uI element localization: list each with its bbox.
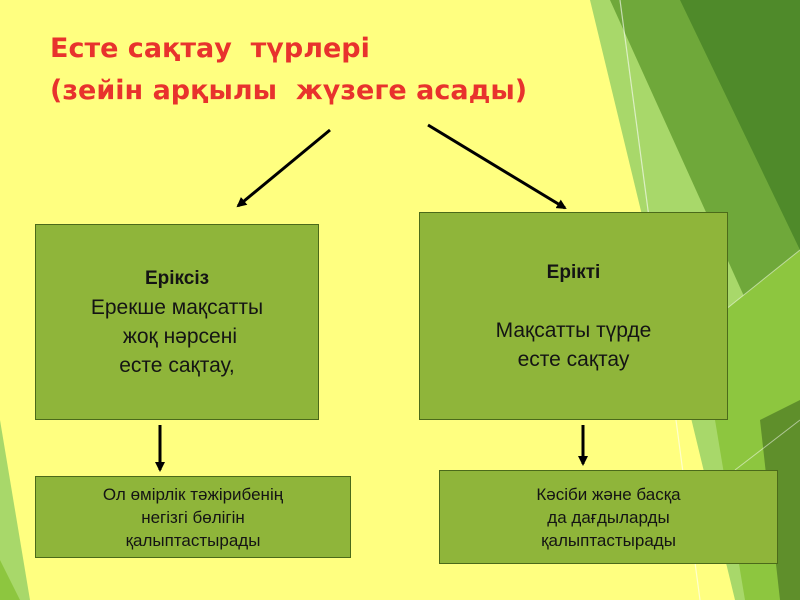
involuntary-line-3: есте сақтау, xyxy=(119,354,235,377)
involuntary-heading: Еріксіз xyxy=(144,268,210,289)
involuntary-result-box: Ол өмірлік тәжірибенің негізгі бөлігін қ… xyxy=(35,476,351,558)
involuntary-line-1: Ерекше мақсатты xyxy=(90,296,264,319)
involuntary-memory-box: Еріксіз Ерекше мақсатты жоқ нәрсені есте… xyxy=(35,224,319,420)
voluntary-result-box: Кәсіби және басқа да дағдыларды қалыптас… xyxy=(439,470,778,564)
voluntary-result-line-2: да дағдыларды xyxy=(547,507,670,527)
title-line-1: Есте сақтау түрлері xyxy=(50,33,370,64)
involuntary-result-line-1: Ол өмірлік тәжірибенің xyxy=(102,484,284,504)
arrow-to-involuntary xyxy=(236,128,331,208)
involuntary-result-line-3: қалыптастырады xyxy=(125,530,261,550)
voluntary-line-2: есте сақтау xyxy=(517,348,630,371)
voluntary-result-line-1: Кәсіби және басқа xyxy=(536,484,681,504)
title-line-2: (зейін арқылы жүзеге асады) xyxy=(50,75,528,106)
slide-title: Есте сақтау түрлері (зейін арқылы жүзеге… xyxy=(50,28,527,112)
voluntary-memory-box: Ерікті Мақсатты түрде есте сақтау xyxy=(419,212,728,420)
arrow-to-voluntary xyxy=(427,123,567,210)
involuntary-line-2: жоқ нәрсені xyxy=(117,325,237,348)
voluntary-result-line-3: қалыптастырады xyxy=(541,530,676,550)
voluntary-heading: Ерікті xyxy=(546,262,601,283)
involuntary-result-line-2: негізгі бөлігін xyxy=(141,507,245,527)
voluntary-line-1: Мақсатты түрде xyxy=(495,319,652,342)
